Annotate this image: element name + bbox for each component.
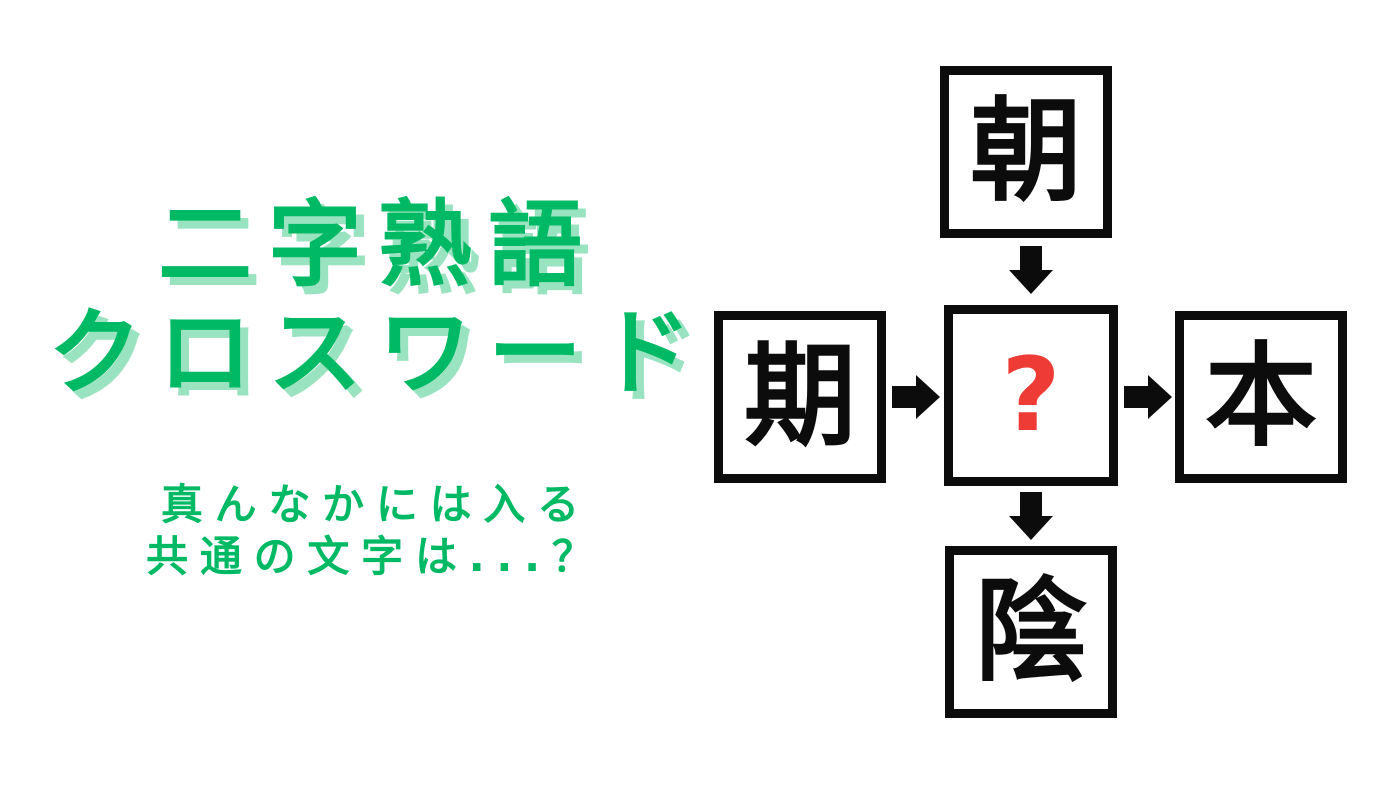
tile-top: 朝 <box>940 66 1112 238</box>
subtitle-block: 真んなかには入る 共通の文字は...？ <box>20 479 720 583</box>
tile-bottom-char: 陰 <box>975 567 1087 697</box>
arrow-right-icon <box>892 375 940 419</box>
tile-right: 本 <box>1175 311 1347 483</box>
arrow-down-icon <box>1009 246 1053 294</box>
arrow-down-icon <box>1009 492 1053 540</box>
tile-left: 期 <box>714 311 886 483</box>
page-title-line2: クロスワード <box>48 299 708 409</box>
page-title-line1: 二字熟語 <box>158 191 598 300</box>
subtitle-line1: 真んなかには入る <box>160 480 591 529</box>
tile-bottom: 陰 <box>945 546 1117 718</box>
arrow-right-icon <box>1124 375 1172 419</box>
subtitle-line2: 共通の文字は...？ <box>146 532 606 582</box>
title-block: 二字熟語 クロスワード <box>20 191 720 408</box>
tile-center-unknown: ? <box>944 305 1118 486</box>
tile-center-question-mark: ? <box>1001 335 1061 455</box>
tile-right-char: 本 <box>1205 332 1317 462</box>
tile-left-char: 期 <box>744 332 856 462</box>
tile-top-char: 朝 <box>970 87 1082 217</box>
